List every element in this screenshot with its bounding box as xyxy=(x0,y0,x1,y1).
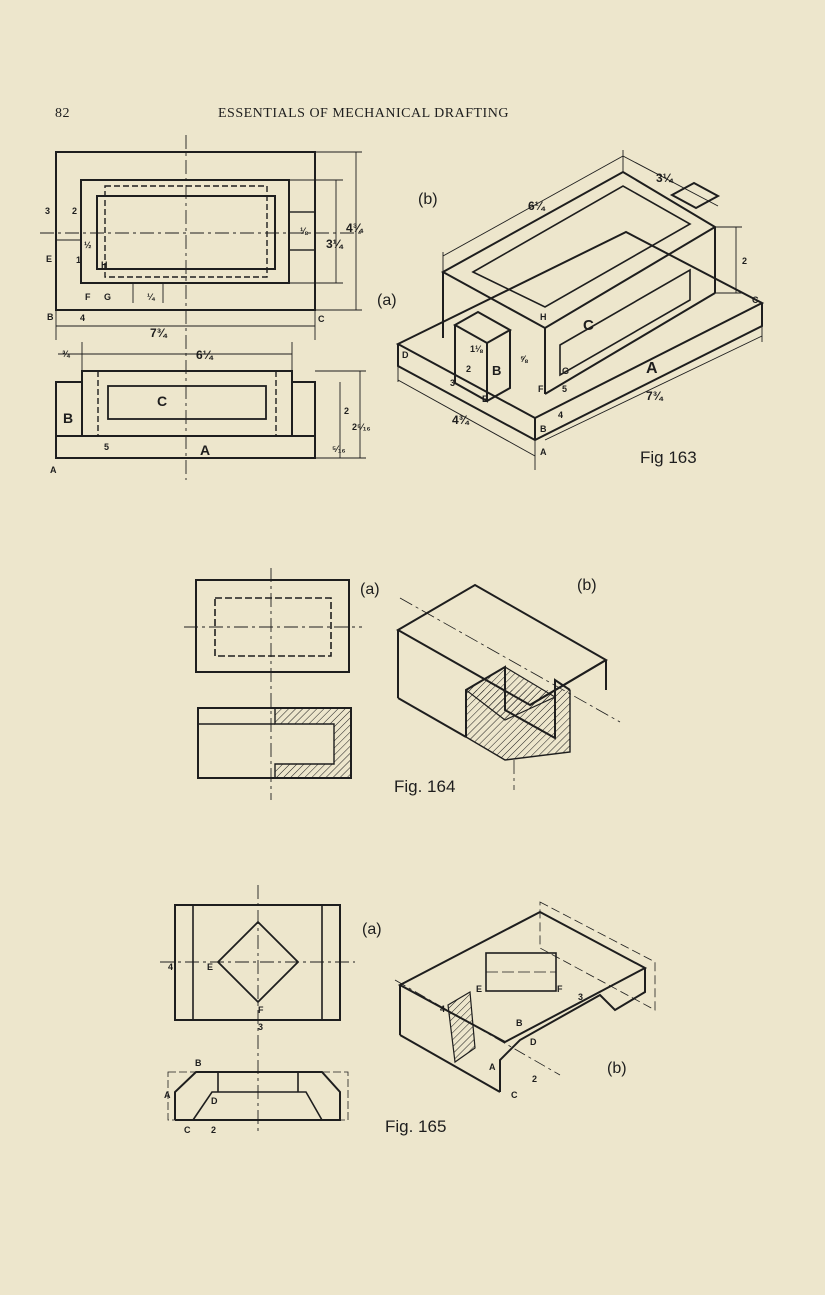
fig163-label-a: (a) xyxy=(377,292,397,309)
fig163-num-5: 5 xyxy=(104,442,109,452)
fig163-point-b: B xyxy=(47,312,54,322)
fig163-dim-three-quarter: ¾ xyxy=(62,349,71,359)
fig163-iso-dim-width: 3¼ xyxy=(656,171,674,185)
fig163-iso-dim-one-eighth: 1⅛ xyxy=(470,344,483,354)
fig163-dim-quarter: ¼ xyxy=(147,292,156,302)
fig165-iso-num-2: 2 xyxy=(532,1074,537,1084)
fig165-point-d: D xyxy=(211,1096,218,1106)
fig165-iso-point-a: A xyxy=(489,1062,496,1072)
fig163-iso-dim-height: 2 xyxy=(742,256,747,266)
fig165-iso-point-e: E xyxy=(476,984,482,994)
fig163-point-h: H xyxy=(101,260,108,270)
fig163-iso-surface-b: B xyxy=(492,363,501,378)
fig165-iso-num-4: 4 xyxy=(440,1004,445,1014)
fig165-label-a: (a) xyxy=(362,921,382,938)
fig165-iso-point-c: C xyxy=(511,1090,518,1100)
fig165-iso-point-d: D xyxy=(530,1037,537,1047)
fig163-dim-ring-length: 6¼ xyxy=(196,348,214,362)
fig163-iso-point-e: E xyxy=(482,394,488,404)
fig165-iso-point-b: B xyxy=(516,1018,523,1028)
fig163-point-f: F xyxy=(85,292,91,302)
fig163-iso-dim-length: 6¼ xyxy=(528,199,546,213)
fig164-isometric xyxy=(395,583,621,790)
fig163-surface-c: C xyxy=(157,393,167,409)
fig164-label-b: (b) xyxy=(577,577,597,594)
page-number: 82 xyxy=(55,106,70,121)
fig163-dim-eighth: ⅛ xyxy=(300,226,308,236)
fig163-num-2: 2 xyxy=(72,206,77,216)
fig163-iso-surface-c: C xyxy=(583,317,594,334)
fig164-label-a: (a) xyxy=(360,581,380,598)
fig163-iso-point-g: G xyxy=(562,366,569,376)
fig165-isometric xyxy=(394,901,656,1093)
fig163-top-view xyxy=(40,135,365,480)
fig165-point-a: A xyxy=(164,1090,171,1100)
fig163-iso-point-h: H xyxy=(540,312,547,322)
fig165-top-view xyxy=(160,885,355,1135)
fig165-caption: Fig. 165 xyxy=(385,1117,446,1136)
fig163-iso-dim-base-width: 4¾ xyxy=(452,413,470,427)
fig163-point-d: D xyxy=(402,350,409,360)
fig163-iso-num-2: 2 xyxy=(466,364,471,374)
fig163-surface-a: A xyxy=(200,442,210,458)
fig163-surface-b: B xyxy=(63,410,73,426)
fig163-iso-dim-five-eighths: ⅝ xyxy=(520,354,528,364)
fig165-num-4: 4 xyxy=(168,962,173,972)
fig163-iso-dimensions xyxy=(397,150,763,470)
fig165-iso-point-f: F xyxy=(557,984,563,994)
fig165-label-b: (b) xyxy=(607,1060,627,1077)
fig165-point-e: E xyxy=(207,962,213,972)
fig163-iso-point-c: C xyxy=(752,295,759,305)
fig165-front-view xyxy=(167,1071,349,1121)
fig163-dim-two-five-sixteenths: 2⁵⁄₁₆ xyxy=(352,422,371,432)
fig163-caption: Fig 163 xyxy=(640,448,697,467)
fig163-top-dimensions xyxy=(55,151,362,340)
fig165-point-c: C xyxy=(184,1125,191,1135)
fig163-label-b: (b) xyxy=(418,191,438,208)
fig163-isometric xyxy=(395,170,765,442)
fig164-section-view xyxy=(197,707,352,779)
fig165-point-f: F xyxy=(258,1005,264,1015)
fig163-point-e: E xyxy=(46,254,52,264)
fig163-point-g: G xyxy=(104,292,111,302)
fig163-iso-num-3: 3 xyxy=(450,378,455,388)
fig163-front-view xyxy=(55,370,316,459)
fig163-dim-two: 2 xyxy=(344,406,349,416)
fig163-iso-num-5: 5 xyxy=(562,384,567,394)
fig163-iso-point-a: A xyxy=(540,447,547,457)
fig163-front-dimensions xyxy=(58,342,366,459)
fig165-num-2: 2 xyxy=(211,1125,216,1135)
fig163-iso-surface-a: A xyxy=(646,360,658,377)
fig163-point-a: A xyxy=(50,465,57,475)
fig163-dim-overall-width: 4¾ xyxy=(346,221,364,235)
fig163-iso-num-4: 4 xyxy=(558,410,563,420)
running-head: ESSENTIALS OF MECHANICAL DRAFTING xyxy=(218,106,509,121)
fig163-point-c: C xyxy=(318,314,325,324)
fig163-iso-point-b: B xyxy=(540,424,547,434)
fig163-dim-overall-length: 7¾ xyxy=(150,326,168,340)
fig165-point-b: B xyxy=(195,1058,202,1068)
fig164-caption: Fig. 164 xyxy=(394,777,455,796)
fig163-dim-half: ½ xyxy=(84,240,92,250)
fig163-iso-point-f: F xyxy=(538,384,544,394)
fig163-iso-dim-base-length: 7¾ xyxy=(646,389,664,403)
fig165-num-3: 3 xyxy=(258,1022,263,1032)
fig165-iso-num-3: 3 xyxy=(578,992,583,1002)
fig163-dim-five-sixteenths: ⁵⁄₁₆ xyxy=(332,444,346,454)
fig163-dim-ring-width: 3¼ xyxy=(326,237,344,251)
fig163-num-3: 3 xyxy=(45,206,50,216)
fig163-num-4: 4 xyxy=(80,313,85,323)
fig164-top-view xyxy=(184,568,362,800)
fig163-num-1: 1 xyxy=(76,255,81,265)
